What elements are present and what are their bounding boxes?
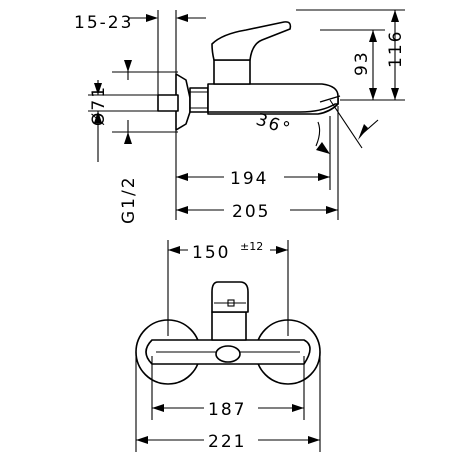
cartridge-housing (213, 59, 251, 85)
thread-connector (157, 94, 179, 112)
dim-116: 116 (386, 30, 406, 68)
side-view: 15-23 Ø71 G1/2 93 116 36° (74, 9, 406, 224)
dim-150-tolerance: ±12 (240, 240, 263, 253)
dim-150: 150 (192, 243, 230, 263)
dim-194: 194 (230, 169, 268, 189)
front-outlet (215, 345, 241, 363)
dim-93: 93 (352, 50, 372, 76)
front-cartridge (211, 311, 247, 341)
dim-205: 205 (232, 202, 270, 222)
front-lever (211, 281, 249, 313)
front-view: 150 ±12 187 221 (135, 240, 321, 452)
dim-thread: G1/2 (119, 175, 139, 224)
dim-187: 187 (208, 400, 246, 420)
dim-15-23: 15-23 (74, 13, 133, 33)
lever-handle (211, 21, 292, 61)
spout (208, 98, 339, 113)
dim-221: 221 (208, 432, 246, 452)
